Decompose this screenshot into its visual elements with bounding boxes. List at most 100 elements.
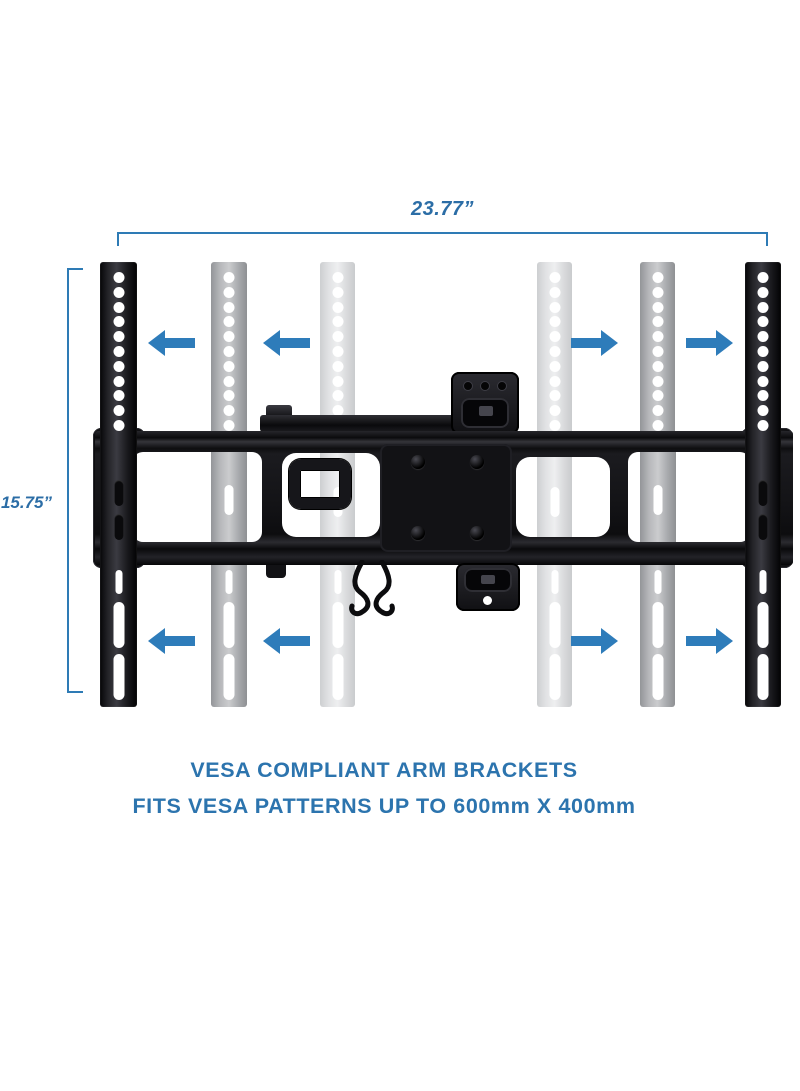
bracket-hole (223, 654, 235, 700)
bracket-hole (113, 654, 124, 700)
tv-bracket-bottom-mount (456, 563, 520, 611)
bracket-hole (223, 602, 235, 648)
bracket-hole (332, 346, 343, 357)
mount-hole (497, 381, 507, 391)
slide-right-arrow-icon (686, 628, 733, 654)
latch-slot (464, 568, 512, 592)
bracket-hole (652, 375, 663, 387)
bracket-hole (114, 514, 123, 540)
bracket-hole (223, 286, 235, 298)
bracket-hole (652, 602, 663, 648)
cable-hook-icon (349, 560, 395, 617)
bracket-hole (549, 331, 560, 343)
slide-right-arrow-icon (571, 628, 618, 654)
mount-hole (483, 596, 492, 605)
arm-bracket-right-outer (745, 262, 781, 707)
bracket-hole (332, 316, 343, 328)
bracket-hole (757, 390, 769, 402)
bracket-hole (113, 375, 124, 387)
slide-right-arrow-icon (571, 330, 618, 356)
bracket-hole (757, 272, 769, 283)
vesa-center-panel (380, 444, 512, 552)
bracket-hole (549, 390, 560, 402)
bracket-hole (759, 570, 767, 594)
bracket-hole (757, 286, 769, 298)
bracket-hole (113, 331, 124, 343)
bracket-hole (332, 286, 343, 298)
height-dimension-tick-top (67, 268, 83, 270)
bracket-hole (652, 390, 663, 402)
bracket-hole (113, 301, 124, 313)
caption-line-1: VESA COMPLIANT ARM BRACKETS (190, 758, 578, 782)
bracket-slot (550, 487, 559, 517)
tv-bracket-top-mount (451, 372, 519, 434)
bracket-hole (332, 602, 343, 648)
bracket-hole (332, 331, 343, 343)
bracket-hole (757, 405, 769, 417)
bracket-hole (757, 331, 769, 343)
slide-left-arrow-icon (148, 330, 195, 356)
bracket-hole (757, 316, 769, 328)
bracket-hole (223, 272, 235, 283)
bracket-hole (652, 360, 663, 372)
width-dimension-tick-right (766, 232, 768, 246)
bracket-hole (549, 346, 560, 357)
bracket-hole (223, 346, 235, 357)
caption-line-2: FITS VESA PATTERNS UP TO 600mm X 400mm (132, 794, 636, 818)
bracket-hole (223, 375, 235, 387)
height-dimension-tick-bottom (67, 691, 83, 693)
width-dimension-line (117, 232, 768, 234)
bracket-hole (334, 570, 341, 594)
bracket-hole (113, 602, 124, 648)
width-dimension-tick-left (117, 232, 119, 246)
width-dimension-label: 23.77” (410, 198, 475, 220)
bracket-slot (224, 485, 234, 515)
tilt-arm-frame (289, 459, 351, 509)
bracket-hole (113, 272, 124, 283)
wall-plate-window-left (133, 452, 262, 542)
bracket-hole (549, 301, 560, 313)
bracket-hole (332, 272, 343, 283)
mount-hole (463, 381, 473, 391)
bracket-hole (652, 346, 663, 357)
bracket-hole (652, 331, 663, 343)
wall-plate-window-right (628, 452, 750, 542)
bracket-hole (113, 420, 124, 431)
bracket-hole (115, 570, 122, 594)
caption: VESA COMPLIANT ARM BRACKETS FITS VESA PA… (10, 752, 758, 824)
latch-mechanism (481, 575, 495, 584)
bracket-hole (549, 272, 560, 283)
height-dimension-label: 15.75” (0, 493, 52, 512)
bracket-hole (757, 346, 769, 357)
arm-bracket-left-outer (100, 262, 137, 707)
vesa-bolt (411, 455, 425, 469)
bracket-hole (652, 316, 663, 328)
bracket-hole (113, 390, 124, 402)
bracket-hole (223, 405, 235, 417)
bracket-hole (113, 286, 124, 298)
bracket-hole (332, 654, 343, 700)
latch-slot (461, 398, 509, 428)
bracket-hole (332, 301, 343, 313)
tilt-knob-top (266, 405, 292, 417)
bracket-hole (113, 316, 124, 328)
bracket-hole (652, 654, 663, 700)
bracket-hole (113, 360, 124, 372)
bracket-hole (549, 375, 560, 387)
bracket-hole (654, 570, 661, 594)
bracket-hole (114, 480, 123, 506)
bracket-hole (332, 390, 343, 402)
height-dimension-line (67, 268, 69, 693)
bracket-hole (652, 301, 663, 313)
slide-left-arrow-icon (148, 628, 195, 654)
wall-plate-assembly (95, 431, 793, 565)
extension-arm (260, 415, 506, 432)
bracket-hole (549, 602, 560, 648)
bracket-hole (549, 654, 560, 700)
ghost-bracket-through-window (211, 452, 247, 542)
bracket-hole (757, 420, 769, 431)
ghost-bracket-through-window (537, 457, 572, 537)
bracket-hole (332, 360, 343, 372)
bracket-hole (113, 346, 124, 357)
